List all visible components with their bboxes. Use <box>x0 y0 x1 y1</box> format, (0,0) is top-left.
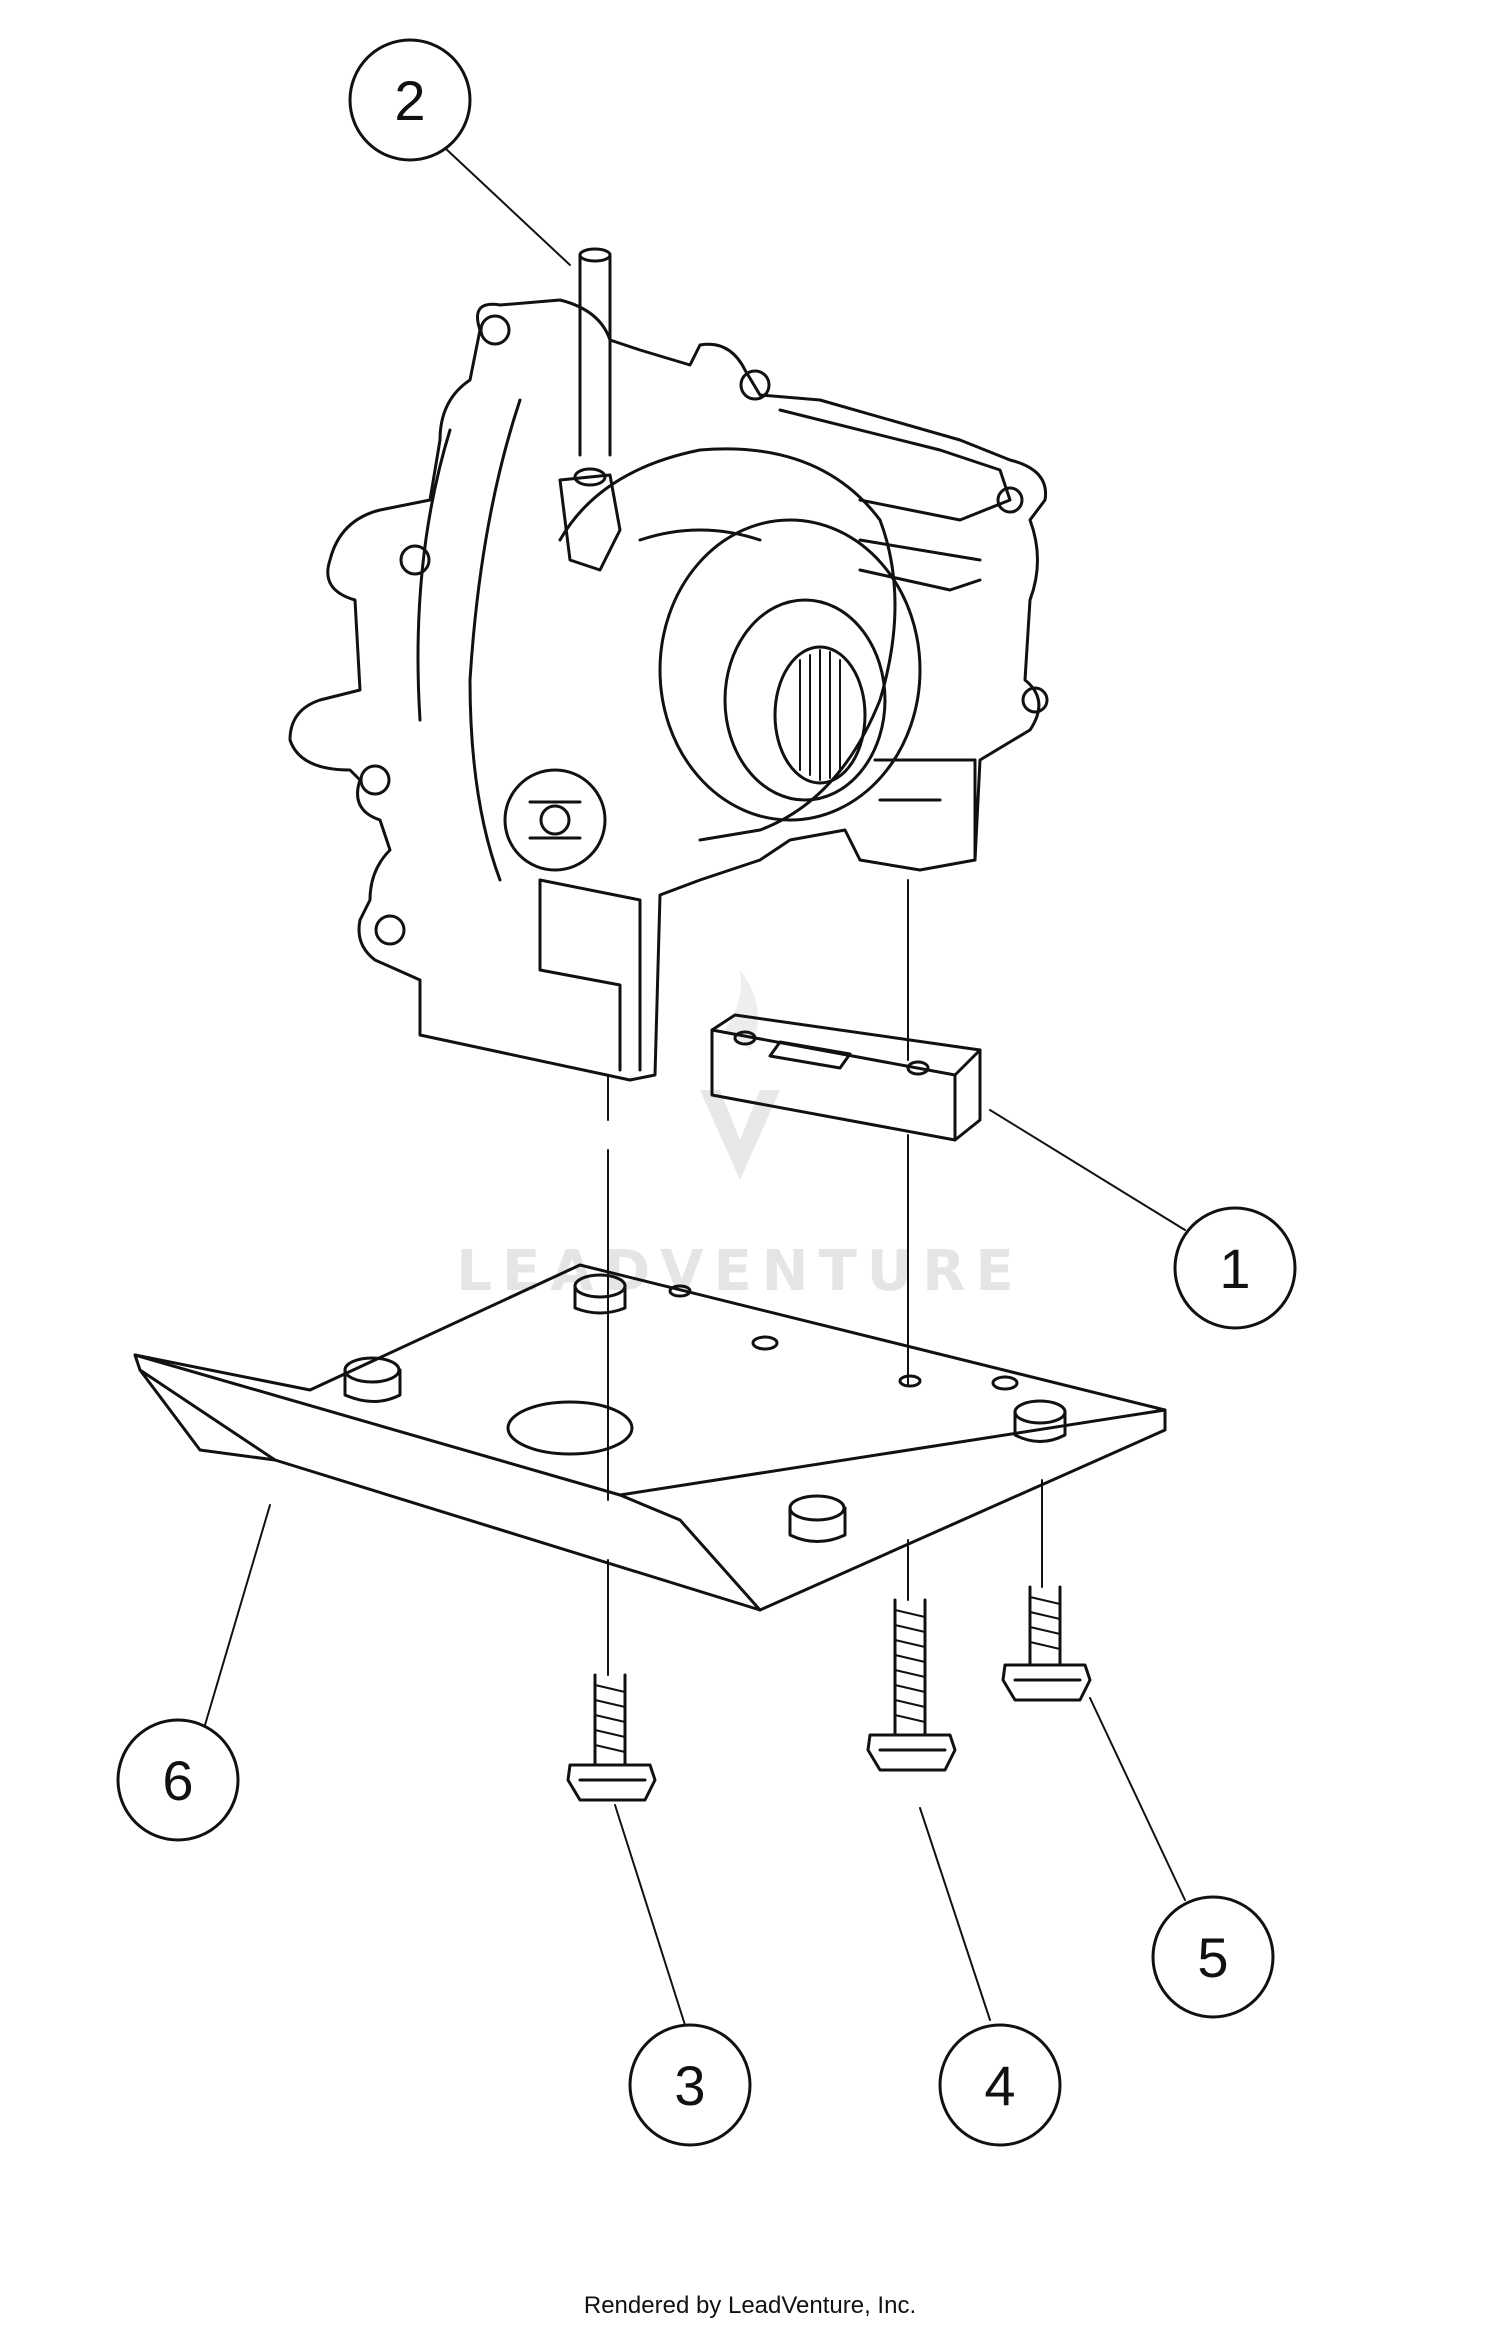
callout-label-6: 6 <box>162 1749 193 1812</box>
spacer-block <box>710 1013 982 1142</box>
callout-label-5: 5 <box>1197 1926 1228 1989</box>
mounting-plate <box>133 1263 1167 1612</box>
callout-label-4: 4 <box>984 2054 1015 2117</box>
callout-circles <box>116 38 1297 2147</box>
watermark: LEADVENTURE <box>456 970 1023 1304</box>
callout-label-1: 1 <box>1219 1237 1250 1300</box>
assembly-centerlines <box>607 879 1043 1676</box>
callout-label-3: 3 <box>674 2054 705 2117</box>
breather-tube <box>578 247 612 457</box>
render-credit: Rendered by LeadVenture, Inc. <box>583 2292 917 2319</box>
hex-bolt-5 <box>1001 1585 1092 1702</box>
hex-bolt-3 <box>566 1673 657 1802</box>
hex-bolt-4 <box>866 1598 957 1772</box>
watermark-text: LEADVENTURE <box>456 1239 1023 1304</box>
leader-lines <box>204 147 1186 2026</box>
callout-label-2: 2 <box>394 69 425 132</box>
transmission-housing <box>288 298 1049 1082</box>
